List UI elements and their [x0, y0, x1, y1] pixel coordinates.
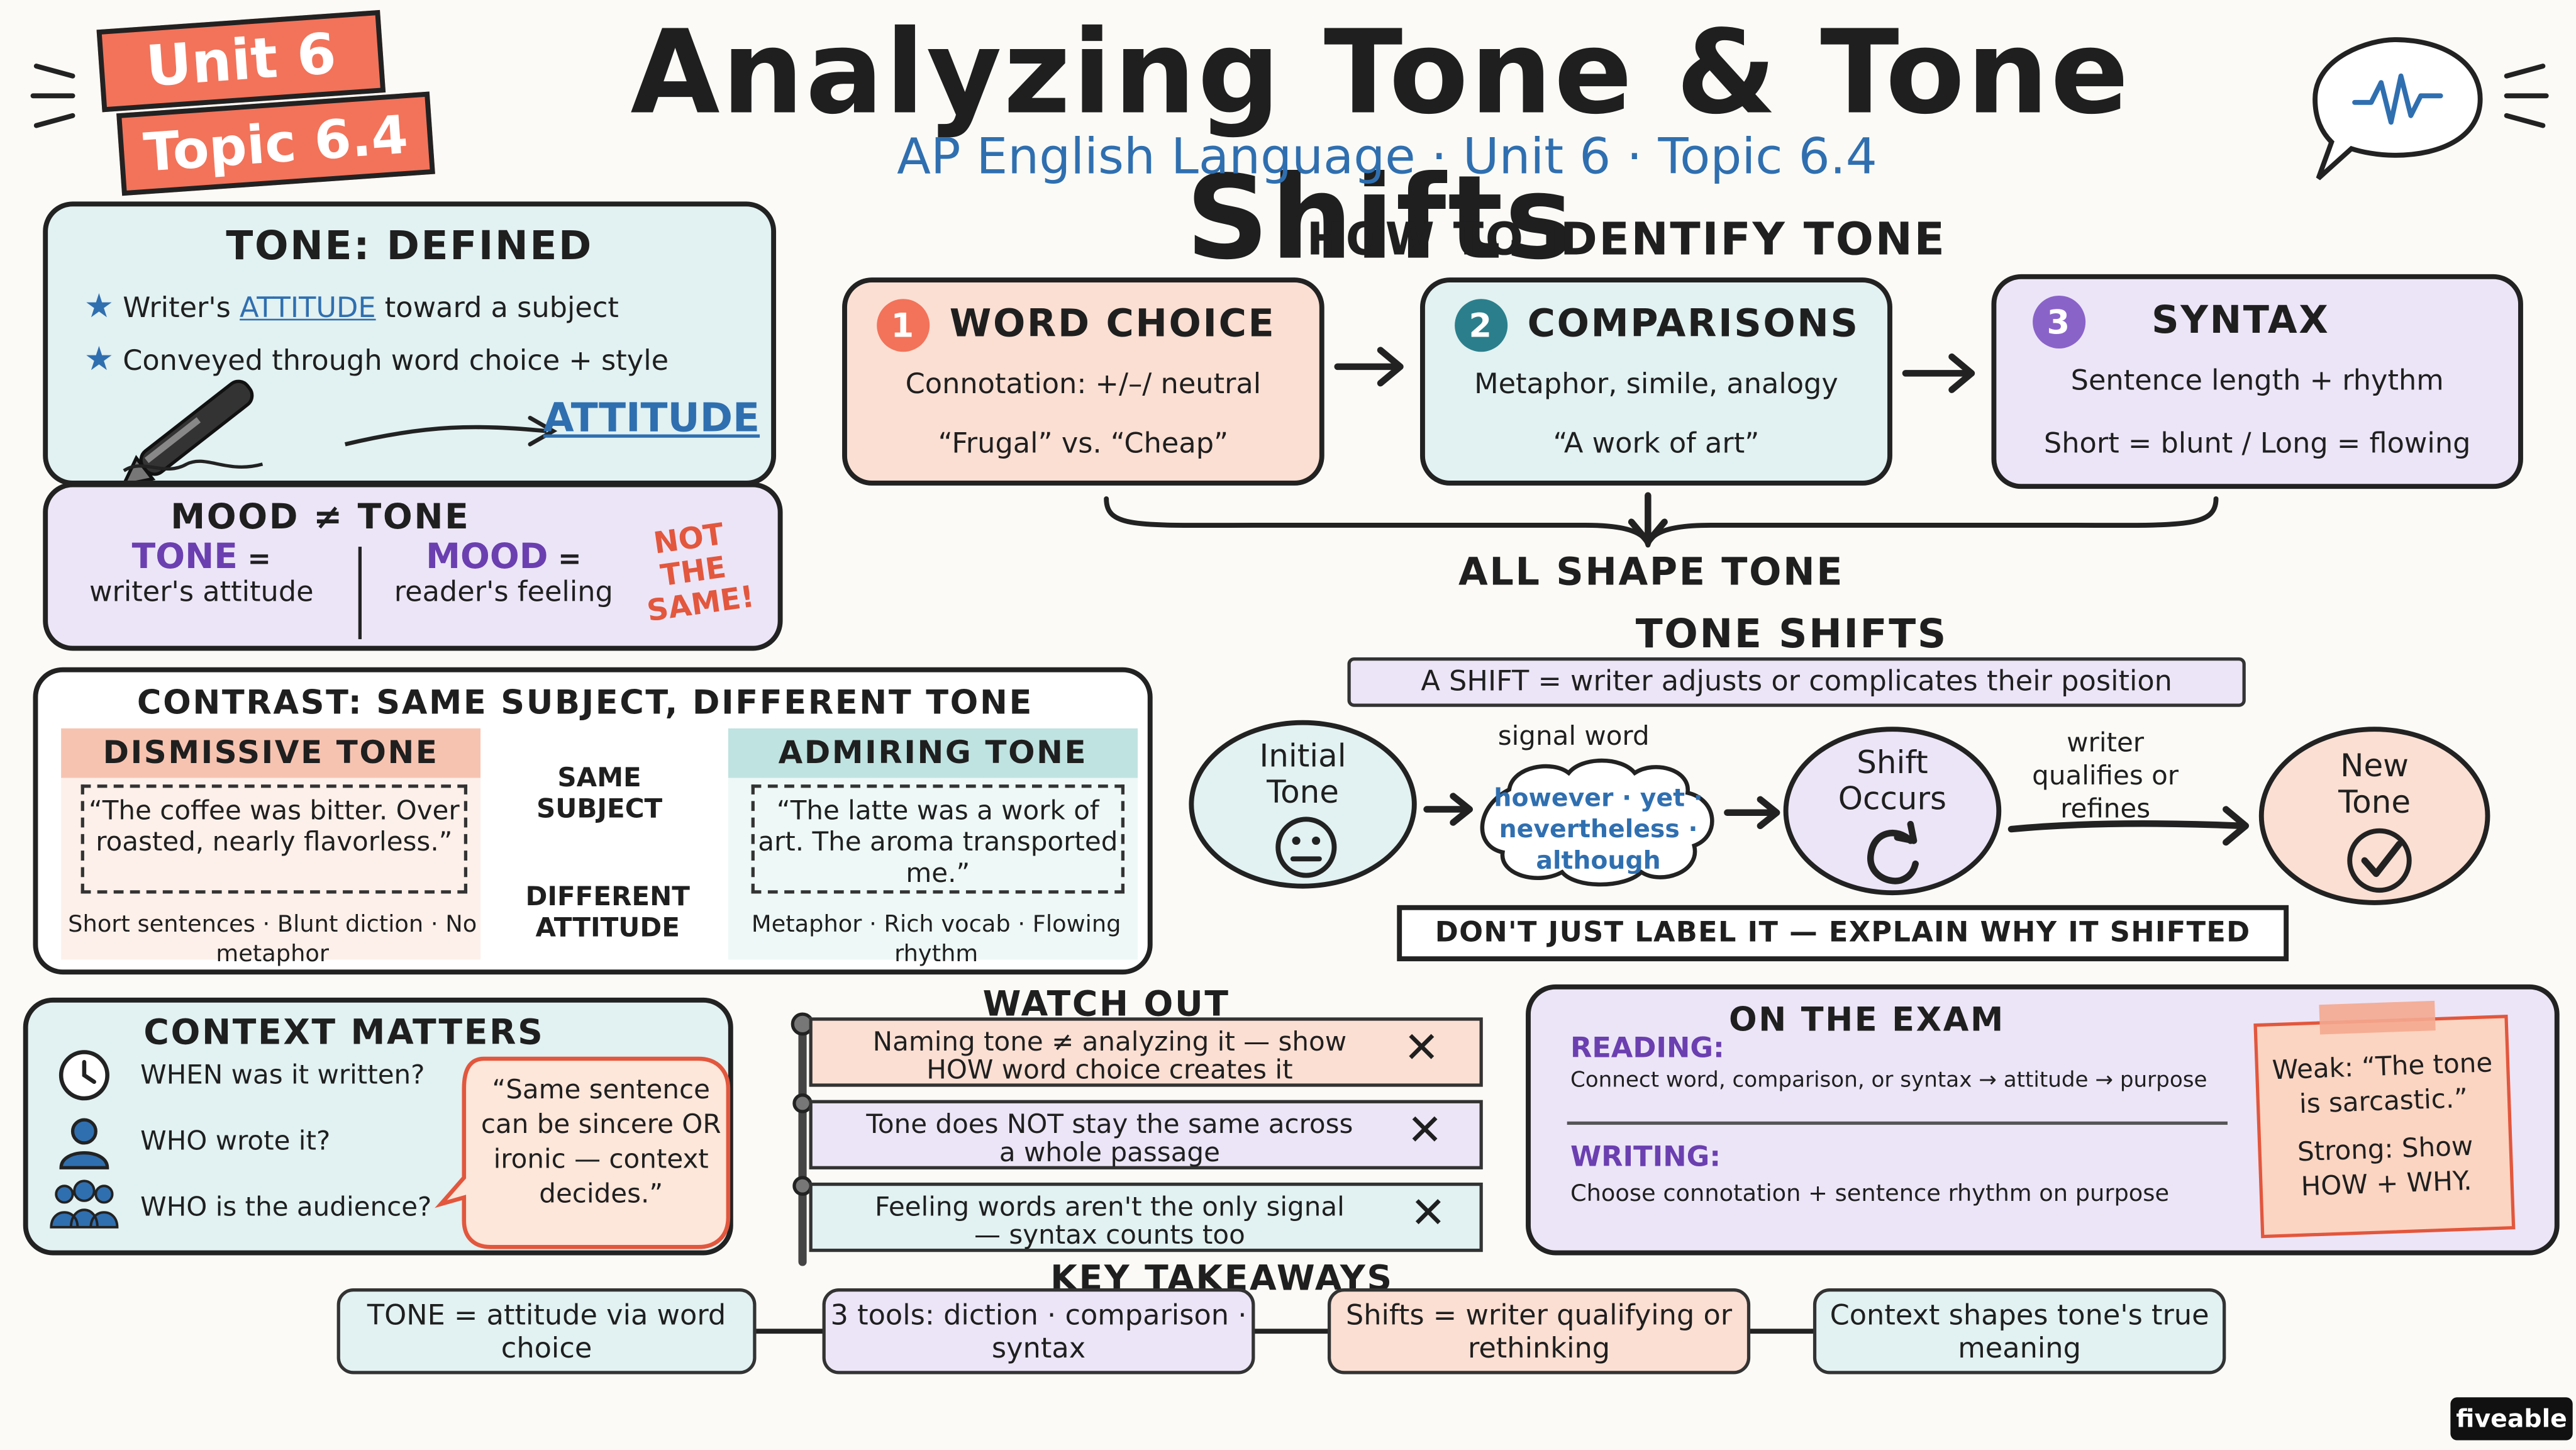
initial-tone-node: Initial Tone [1189, 720, 1417, 889]
contrast-panel: CONTRAST: SAME SUBJECT, DIFFERENT TONE D… [33, 667, 1153, 975]
quote-bubble [435, 1056, 731, 1249]
audience-icon [50, 1180, 119, 1229]
fountain-pen-icon [120, 379, 558, 481]
dismissive-title: DISMISSIVE TONE [103, 735, 439, 772]
takeaway-2: 3 tools: diction · comparison · syntax [822, 1288, 1255, 1375]
watch-out-item-2: Tone does NOT stay the same across a who… [809, 1100, 1483, 1169]
step-line-1: Sentence length + rhythm [2070, 365, 2444, 398]
signal-cloud-icon [1480, 758, 1714, 887]
step-number: 3 [2033, 295, 2086, 349]
person-icon [59, 1118, 109, 1169]
tone-definition: TONE = writer's attitude [89, 537, 314, 610]
new-tone-node: New Tone [2258, 727, 2490, 905]
shift-occurs-node: Shift Occurs [1783, 727, 2002, 896]
tone-defined-panel: TONE: DEFINED ★ Writer's ATTITUDE toward… [43, 201, 777, 486]
dismissive-notes: Short sentences · Blunt diction · No met… [68, 912, 477, 968]
exam-panel: ON THE EXAM READING: Connect word, compa… [1526, 984, 2560, 1256]
star-icon: ★ [84, 286, 114, 326]
mood-definition: MOOD = reader's feeling [394, 537, 613, 610]
divider [358, 547, 362, 640]
dismissive-header: DISMISSIVE TONE [61, 728, 481, 778]
step-syntax: 3 SYNTAX Sentence length + rhythm Short =… [1991, 274, 2523, 489]
x-mark-icon: ✕ [1403, 1023, 1440, 1074]
context-item-audience: WHO is the audience? [140, 1191, 432, 1222]
context-heading: CONTEXT MATTERS [143, 1012, 545, 1052]
takeaway-1: TONE = attitude via word choice [336, 1288, 757, 1375]
tone-defined-heading: TONE: DEFINED [226, 223, 593, 269]
star-icon: ★ [84, 338, 114, 379]
attitude-label: ATTITUDE [543, 394, 760, 442]
watch-out-item-3: Feeling words aren't the only signal — s… [809, 1182, 1483, 1252]
tone-defined-bullet-2: ★ Conveyed through word choice + style [84, 338, 669, 379]
takeaway-4: Context shapes tone's true meaning [1813, 1288, 2226, 1375]
speech-bubble-icon [2312, 37, 2483, 181]
x-mark-icon: ✕ [1410, 1189, 1446, 1239]
page-title: Analyzing Tone & Tone Shifts [630, 4, 2131, 286]
step-number: 1 [877, 299, 930, 352]
admiring-header: ADMIRING TONE [728, 728, 1138, 778]
signal-words: however · yet · nevertheless · although [1494, 783, 1703, 876]
admiring-title: ADMIRING TONE [778, 735, 1088, 772]
context-icons [50, 1050, 119, 1229]
neutral-face-icon [1275, 817, 1337, 878]
context-quote: “Same sentence can be sincere OR ironic … [480, 1073, 721, 1209]
step-comparisons: 2 COMPARISONS Metaphor, simile, analogy “… [1420, 277, 1892, 486]
x-mark-icon: ✕ [1407, 1107, 1443, 1156]
step-number: 2 [1455, 299, 1508, 352]
all-shape-tone: ALL SHAPE TONE [1458, 551, 1845, 595]
step-word-choice: 1 WORD CHOICE Connotation: +/–/ neutral “… [842, 277, 1324, 486]
reading-text: Connect word, comparison, or syntax → at… [1570, 1068, 2207, 1094]
exam-heading: ON THE EXAM [1729, 999, 2005, 1039]
brand-logo: fiveable [2450, 1397, 2573, 1441]
check-circle-icon [2347, 828, 2412, 893]
signal-word-label: signal word [1497, 720, 1650, 752]
admiring-quote: “The latte was a work of art. The aroma … [751, 784, 1125, 894]
tone-shifts-heading: TONE SHIFTS [1635, 611, 1948, 657]
explain-banner: DON'T JUST LABEL IT — EXPLAIN WHY IT SHI… [1397, 905, 2289, 962]
writing-label: WRITING: [1570, 1141, 1721, 1174]
dismissive-quote: “The coffee was bitter. Over roasted, ne… [80, 784, 468, 894]
same-subject-label: SAME SUBJECT [536, 761, 663, 825]
refresh-icon [1867, 820, 1919, 884]
step-title: COMPARISONS [1527, 303, 1860, 347]
reading-label: READING: [1570, 1032, 1724, 1066]
writing-text: Choose connotation + sentence rhythm on … [1570, 1181, 2170, 1208]
context-item-when: WHEN was it written? [140, 1059, 425, 1090]
mood-tone-panel: MOOD ≠ TONE TONE = writer's attitude MOO… [43, 482, 783, 651]
watch-out-item-1: Naming tone ≠ analyzing it — show HOW wo… [809, 1017, 1483, 1087]
qualifies-label: writer qualifies or refines [2032, 727, 2179, 825]
identify-heading: HOW TO IDENTIFY TONE [1306, 215, 1946, 266]
step-line-1: Connotation: +/–/ neutral [905, 368, 1262, 402]
context-item-who: WHO wrote it? [140, 1125, 331, 1156]
shift-occurs-label: Shift Occurs [1838, 745, 1947, 818]
page-subtitle: AP English Language · Unit 6 · Topic 6.4 [897, 128, 1877, 187]
header-decorations [30, 64, 2549, 128]
different-attitude-label: DIFFERENT ATTITUDE [525, 880, 690, 944]
tone-defined-bullet-1: ★ Writer's ATTITUDE toward a subject [84, 286, 619, 326]
initial-tone-label: Initial Tone [1259, 738, 1346, 811]
shift-definition: A SHIFT = writer adjusts or complicates … [1347, 657, 2246, 707]
step-line-2: Short = blunt / Long = flowing [2043, 428, 2471, 461]
exam-divider [1567, 1121, 2228, 1125]
step-line-2: “Frugal” vs. “Cheap” [938, 428, 1229, 461]
new-tone-label: New Tone [2338, 748, 2411, 821]
step-line-1: Metaphor, simile, analogy [1474, 368, 1838, 402]
clock-icon [58, 1050, 109, 1101]
step-title: WORD CHOICE [949, 303, 1276, 347]
admiring-notes: Metaphor · Rich vocab · Flowing rhythm [751, 912, 1121, 968]
step-line-2: “A work of art” [1553, 428, 1760, 461]
contrast-heading: CONTRAST: SAME SUBJECT, DIFFERENT TONE [136, 682, 1034, 722]
context-panel: CONTEXT MATTERS WHEN was it written? WHO… [23, 997, 733, 1256]
takeaway-3: Shifts = writer qualifying or rethinking [1327, 1288, 1751, 1375]
step-title: SYNTAX [2151, 299, 2330, 343]
mood-tone-heading: MOOD ≠ TONE [170, 497, 470, 537]
